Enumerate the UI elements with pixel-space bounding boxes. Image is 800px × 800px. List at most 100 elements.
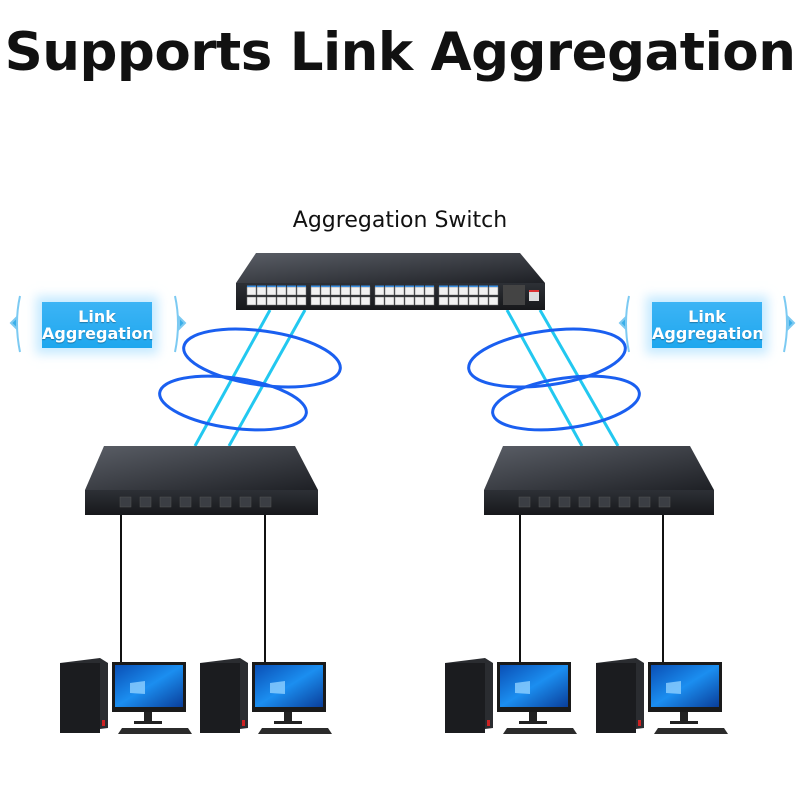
rj45-port [438, 286, 449, 296]
rj45-port [438, 296, 449, 306]
badge-line2: Aggregation [652, 324, 764, 343]
rj45-port [330, 286, 341, 296]
ethernet-port [658, 496, 671, 508]
windows-logo-icon [666, 681, 681, 694]
rj45-port [246, 286, 257, 296]
rj45-port [404, 286, 415, 296]
screen [500, 665, 568, 707]
ethernet-port [239, 496, 252, 508]
desktop-computer [445, 658, 577, 734]
rj45-port [424, 286, 435, 296]
keyboard [118, 728, 192, 734]
pc-tower [596, 658, 644, 733]
rj45-port [330, 296, 341, 306]
ethernet-port [518, 496, 531, 508]
rj45-port [374, 286, 385, 296]
ethernet-port [159, 496, 172, 508]
rj45-port [350, 286, 361, 296]
ethernet-port [259, 496, 272, 508]
rj45-port [468, 286, 479, 296]
rj45-port [414, 296, 425, 306]
link-aggregation-badge-right: Link Aggregation [652, 302, 764, 348]
keyboard [258, 728, 332, 734]
rj45-port [350, 296, 361, 306]
rj45-port [384, 296, 395, 306]
rj45-port [256, 296, 267, 306]
pc-tower [200, 658, 248, 733]
rj45-port [310, 296, 321, 306]
rj45-port [478, 286, 489, 296]
rj45-port [246, 296, 257, 306]
windows-logo-icon [515, 681, 530, 694]
rj45-port [374, 296, 385, 306]
rj45-port [488, 296, 499, 306]
screen [115, 665, 183, 707]
windows-logo-icon [270, 681, 285, 694]
rj45-ports [246, 285, 499, 306]
rj45-port [320, 296, 331, 306]
badge-line2: Aggregation [42, 324, 154, 343]
monitor [497, 662, 571, 724]
monitor [112, 662, 186, 724]
screen [651, 665, 719, 707]
badge-line1: Link [78, 307, 116, 326]
ethernet-port [119, 496, 132, 508]
rj45-port [404, 296, 415, 306]
rj45-port [340, 296, 351, 306]
keyboard [654, 728, 728, 734]
rj45-port [478, 296, 489, 306]
rj45-port [296, 286, 307, 296]
rj45-port [296, 296, 307, 306]
ethernet-port [219, 496, 232, 508]
desktop-computer [596, 658, 728, 734]
monitor [252, 662, 326, 724]
downlink-cables [120, 515, 664, 662]
pc-tower [60, 658, 108, 733]
windows-logo-icon [130, 681, 145, 694]
ethernet-port [638, 496, 651, 508]
page-title: Supports Link Aggregation [4, 22, 796, 83]
rj45-port [360, 286, 371, 296]
aggregation-switch-label: Aggregation Switch [292, 208, 508, 233]
rj45-port [468, 296, 479, 306]
monitor [648, 662, 722, 724]
ethernet-port [578, 496, 591, 508]
rj45-port [266, 296, 277, 306]
aggregation-loops [158, 327, 641, 432]
rj45-port [448, 286, 459, 296]
ethernet-port [598, 496, 611, 508]
ethernet-port [199, 496, 212, 508]
keyboard [503, 728, 577, 734]
sfp-ports [503, 285, 525, 305]
rj45-port [266, 286, 277, 296]
rj45-port [256, 286, 267, 296]
access-switch-left [85, 446, 318, 515]
rj45-port [394, 286, 405, 296]
rj45-port [448, 296, 459, 306]
access-switch-right [484, 446, 714, 515]
rj45-port [424, 296, 435, 306]
rj45-port [286, 296, 297, 306]
rj45-port [414, 286, 425, 296]
rj45-port [360, 296, 371, 306]
ethernet-port [139, 496, 152, 508]
ethernet-port [538, 496, 551, 508]
pc-tower [445, 658, 493, 733]
ethernet-port [558, 496, 571, 508]
rj45-port [320, 286, 331, 296]
ethernet-ports [119, 496, 272, 508]
rj45-port [458, 286, 469, 296]
rj45-port [310, 286, 321, 296]
desktop-computer [60, 658, 192, 734]
aggregation-switch [236, 253, 545, 310]
rj45-port [276, 286, 287, 296]
link-aggregation-badge-left: Link Aggregation [42, 302, 154, 348]
console-port [529, 292, 539, 301]
rj45-port [384, 286, 395, 296]
ethernet-port [618, 496, 631, 508]
ethernet-ports [518, 496, 671, 508]
rj45-port [394, 296, 405, 306]
rj45-port [488, 286, 499, 296]
desktop-computer [200, 658, 332, 734]
